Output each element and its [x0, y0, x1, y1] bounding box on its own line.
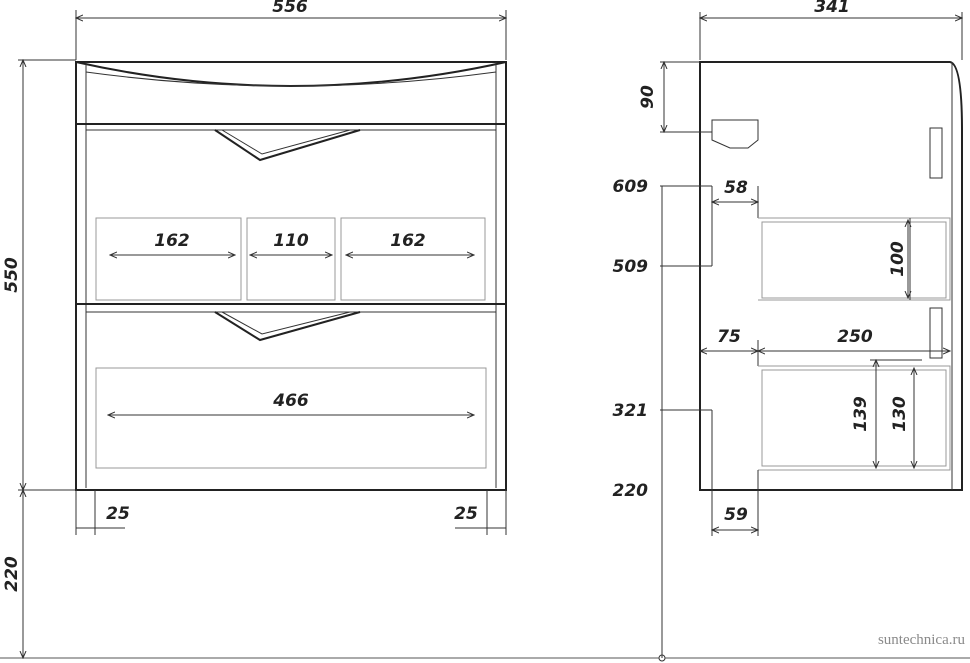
side-view: 341 90 609 509 321 220 58 100 — [613, 0, 963, 658]
drawer-bottom-height-outer: 139 — [851, 396, 871, 432]
drawer-bottom-width: 466 — [272, 391, 309, 411]
leg-right-offset: 25 — [454, 504, 478, 524]
level-220: 220 — [613, 481, 649, 501]
front-width-label: 556 — [272, 0, 308, 17]
base-offset: 59 — [724, 505, 748, 525]
level-321: 321 — [613, 401, 649, 421]
floor-height-label: 220 — [2, 556, 22, 592]
leg-left-offset: 25 — [106, 504, 130, 524]
drawer-top-front: 162 110 162 — [76, 123, 506, 301]
front-height-label: 550 — [2, 257, 22, 293]
watermark: suntechnica.ru — [878, 632, 966, 648]
notch-depth: 58 — [724, 178, 748, 198]
side-depth-label: 341 — [814, 0, 850, 17]
drawer-top-left-width: 162 — [154, 231, 190, 251]
cabinet-body — [75, 61, 507, 491]
basin-top — [75, 61, 507, 87]
drawer-top-middle-width: 110 — [273, 231, 309, 251]
side-top-offset: 90 — [638, 85, 658, 109]
side-body — [699, 61, 963, 491]
front-offset: 75 — [717, 327, 741, 347]
level-609: 609 — [613, 177, 649, 197]
drawer-bottom-front: 466 — [76, 303, 506, 469]
drawer-top-right-width: 162 — [390, 231, 426, 251]
drawer-depth: 250 — [837, 327, 873, 347]
level-509: 509 — [613, 257, 649, 277]
drawer-top-height: 100 — [888, 241, 908, 277]
front-view: 556 550 220 162 110 162 — [2, 0, 507, 658]
drawer-bottom-height-inner: 130 — [890, 396, 910, 432]
